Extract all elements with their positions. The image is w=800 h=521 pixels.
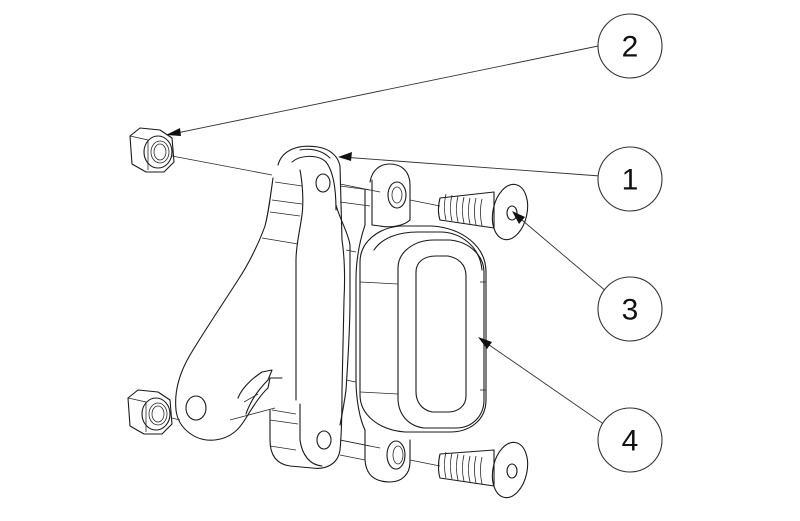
- balloon-4-label: 4: [622, 425, 639, 458]
- leader-lines: [166, 44, 608, 426]
- balloon-1: 1: [597, 146, 663, 212]
- balloon-2: 2: [597, 13, 663, 79]
- bracket: [175, 145, 351, 469]
- rubber-pad: [359, 225, 487, 433]
- screw-bottom: [437, 441, 529, 499]
- balloon-3-label: 3: [622, 294, 639, 327]
- nut-bottom: [127, 389, 173, 435]
- bracket-mid-column: [339, 163, 411, 483]
- balloon-4: 4: [597, 407, 663, 473]
- balloon-3: 3: [597, 276, 663, 342]
- nut-top: [129, 127, 175, 173]
- balloon-1-label: 1: [622, 164, 639, 197]
- axis-lines: [171, 155, 441, 467]
- balloon-2-label: 2: [622, 31, 639, 64]
- screw-top: [437, 183, 529, 241]
